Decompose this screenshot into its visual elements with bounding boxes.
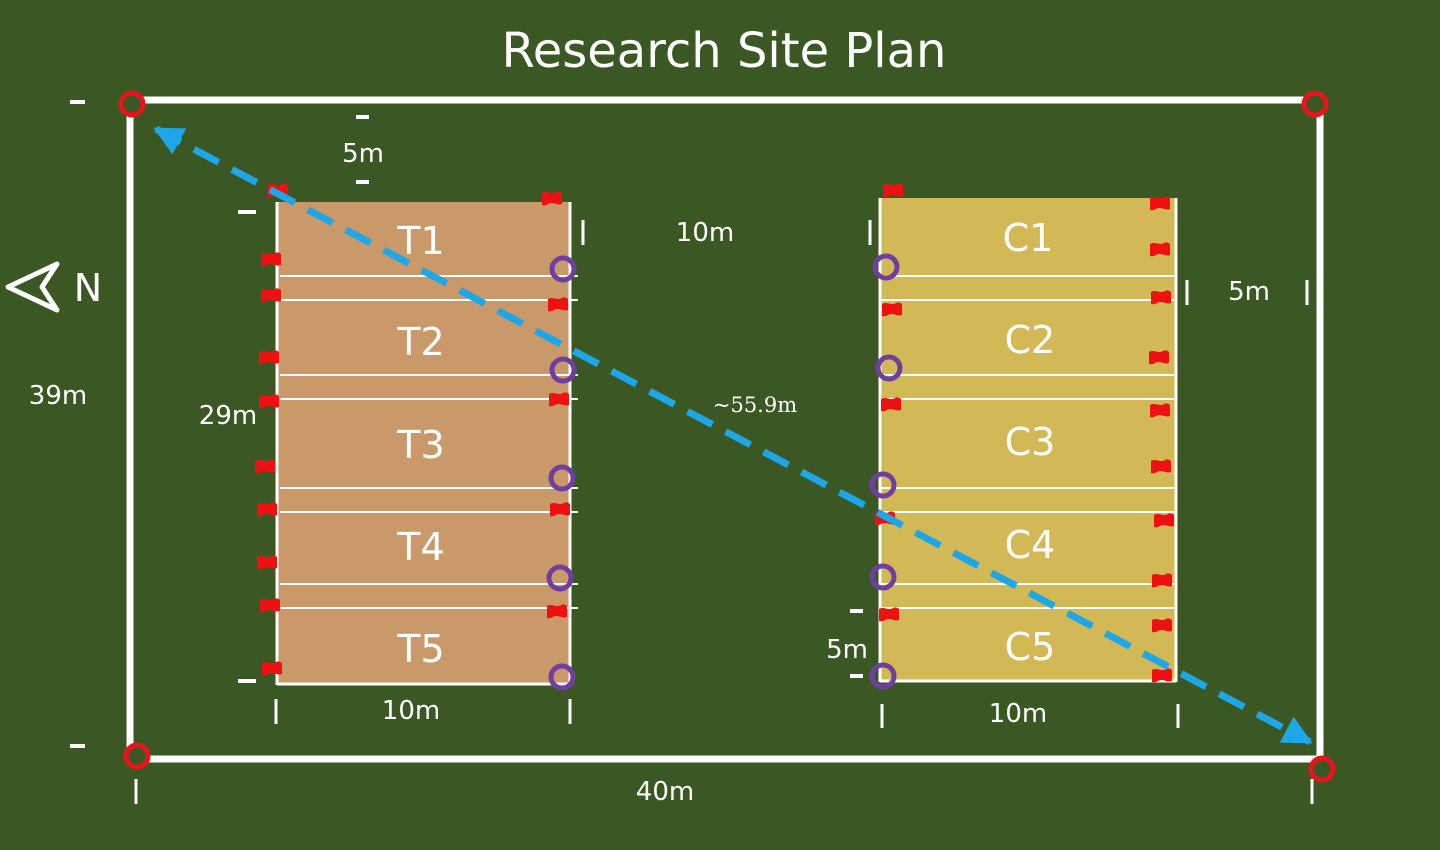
site-width-label: 40m [636, 777, 694, 807]
site-boundary [126, 96, 1324, 763]
north-compass: N [5, 261, 102, 313]
dimension-ticks [70, 100, 1314, 804]
control-bottom-gap-label: 5m [826, 635, 868, 665]
north-label: N [74, 266, 102, 310]
flag-icon [257, 502, 277, 522]
control-block-width-label: 10m [989, 699, 1047, 729]
corner-marker-icon [1308, 755, 1336, 783]
plot-label-c2: C2 [1005, 318, 1056, 362]
page-title: Research Site Plan [502, 23, 947, 79]
plot-label-c4: C4 [1005, 523, 1056, 567]
sampling-markers [546, 253, 903, 691]
corner-marker-icon [118, 90, 146, 118]
flag-icon [1152, 668, 1172, 688]
plot-label-t4: T4 [396, 525, 444, 569]
treatment-block-width-label: 10m [382, 696, 440, 726]
dimension-labels: 40m 39m 29m 10m 5m 10m 5m 10m 5m [29, 139, 1270, 807]
plot-label-t3: T3 [396, 423, 444, 467]
treatment-edge-gap-label: 5m [342, 139, 384, 169]
corner-marker-icon [1301, 90, 1329, 118]
treatment-block-height-label: 29m [199, 401, 257, 431]
plot-label-t2: T2 [396, 320, 444, 364]
double-arrow-icon [153, 125, 1313, 746]
block-gap-label: 10m [676, 218, 734, 248]
site-corner-markers [118, 90, 1336, 783]
north-arrow-icon [5, 261, 60, 313]
control-block: C1 C2 C3 C4 C5 [878, 198, 1178, 683]
site-height-label: 39m [29, 381, 87, 411]
corner-marker-icon [123, 742, 151, 770]
control-edge-gap-label: 5m [1228, 277, 1270, 307]
plot-label-c5: C5 [1005, 625, 1056, 669]
plot-label-t1: T1 [396, 219, 444, 263]
flag-icon [255, 459, 275, 479]
plot-label-c3: C3 [1005, 420, 1056, 464]
plot-label-c1: C1 [1003, 216, 1054, 260]
diagonal-measure: ~55.9m [153, 125, 1313, 746]
plot-label-t5: T5 [396, 627, 444, 671]
flag-icon [257, 555, 277, 575]
diagonal-length-label: ~55.9m [713, 393, 797, 417]
